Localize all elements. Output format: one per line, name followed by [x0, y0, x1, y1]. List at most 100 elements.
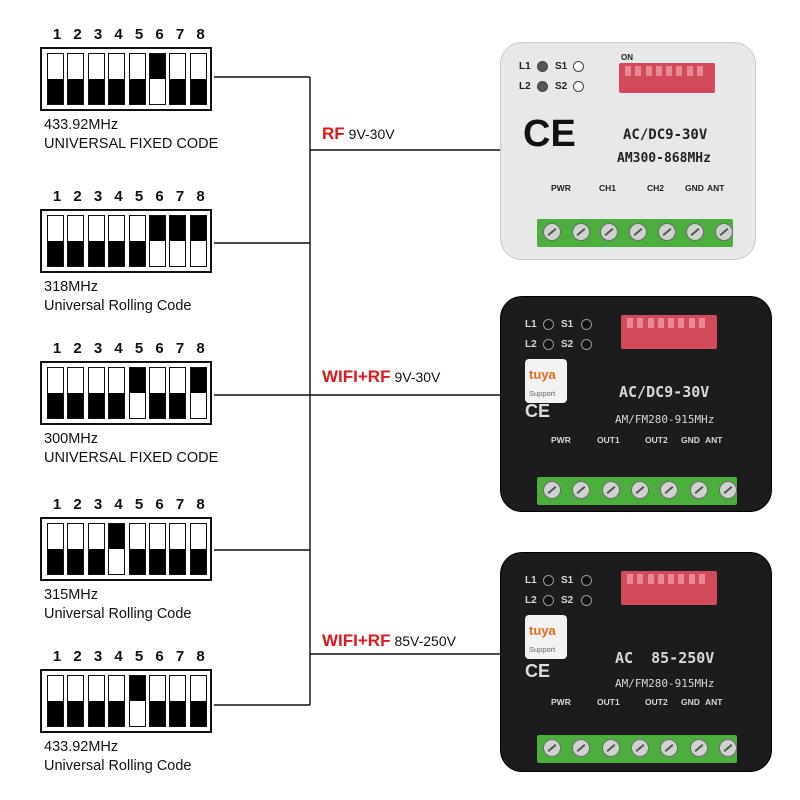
- switch-number: 6: [155, 188, 164, 205]
- button-s1[interactable]: [573, 61, 584, 72]
- module-dip-switch[interactable]: [621, 571, 717, 605]
- switch-number: 3: [93, 26, 103, 43]
- button-s2[interactable]: [581, 339, 592, 350]
- terminal-screw[interactable]: [572, 481, 591, 499]
- terminal-screw[interactable]: [719, 481, 737, 499]
- dip-switch-knob: [170, 79, 186, 104]
- switch-number: 1: [52, 496, 62, 513]
- terminal-screw[interactable]: [600, 223, 619, 241]
- dip-switch-8[interactable]: [189, 53, 207, 105]
- dip-switch-7[interactable]: [169, 367, 187, 419]
- dip-switch-3[interactable]: [87, 523, 105, 575]
- terminal-screw[interactable]: [572, 739, 591, 757]
- ce-mark-icon: CE: [523, 113, 576, 155]
- module-dip-key: [668, 574, 674, 584]
- dip-switch-4[interactable]: [108, 53, 126, 105]
- terminal-screw[interactable]: [689, 739, 708, 757]
- dip-switch-7[interactable]: [169, 215, 187, 267]
- terminal-screw[interactable]: [686, 223, 705, 241]
- dip-switch-7[interactable]: [169, 523, 187, 575]
- terminal-label-ch2: CH2: [647, 183, 665, 193]
- terminal-screw[interactable]: [719, 739, 737, 757]
- switch-number: 2: [73, 648, 82, 665]
- dip-switch-1[interactable]: [47, 215, 64, 267]
- module-dip-key: [635, 66, 642, 76]
- dip-code-type-label: Universal Rolling Code: [44, 758, 192, 774]
- dip-switch-2[interactable]: [67, 215, 85, 267]
- dip-switch-1[interactable]: [47, 367, 64, 419]
- dip-switch-3[interactable]: [87, 367, 105, 419]
- dip-switch-4[interactable]: [108, 675, 126, 727]
- terminal-screw[interactable]: [660, 739, 679, 757]
- dip-switch-3[interactable]: [87, 675, 105, 727]
- terminal-screw[interactable]: [543, 739, 561, 757]
- terminal-screw[interactable]: [629, 223, 647, 241]
- dip-switch-8[interactable]: [189, 523, 207, 575]
- terminal-screw[interactable]: [571, 223, 590, 241]
- dip-switch-2[interactable]: [67, 53, 85, 105]
- dip-code-type-label: Universal Rolling Code: [44, 606, 192, 622]
- terminal-block: [537, 477, 737, 505]
- terminal-screw[interactable]: [601, 739, 620, 757]
- dip-switch-2[interactable]: [67, 367, 85, 419]
- dip-switch-5[interactable]: [128, 53, 146, 105]
- terminal-screw[interactable]: [631, 481, 649, 499]
- dip-switch-1[interactable]: [47, 523, 64, 575]
- dip-switch-8[interactable]: [189, 215, 207, 267]
- terminal-screw[interactable]: [601, 481, 620, 499]
- dip-switch-4[interactable]: [108, 215, 126, 267]
- receiver-module-wifi-rf-hv: L1 S1 L2 S2 tuya Support CE AC 85-250V A…: [500, 552, 772, 772]
- terminal-screw[interactable]: [660, 481, 679, 499]
- button-s2[interactable]: [581, 595, 592, 606]
- module-dip-key: [678, 574, 685, 584]
- button-s1[interactable]: [581, 575, 592, 586]
- tuya-support-label: Support: [529, 389, 556, 398]
- dip-switch-6[interactable]: [149, 367, 166, 419]
- terminal-screw[interactable]: [689, 481, 708, 499]
- dip-switch-5[interactable]: [128, 367, 146, 419]
- dip-switch-5[interactable]: [128, 215, 146, 267]
- dip-switch-8[interactable]: [189, 367, 207, 419]
- led-label-l1: L1: [525, 319, 537, 330]
- dip-switch-body: [40, 517, 212, 581]
- switch-number: 2: [73, 340, 82, 357]
- dip-switch-6[interactable]: [149, 675, 166, 727]
- terminal-label-pwr: PWR: [551, 697, 571, 707]
- dip-switch-4[interactable]: [108, 367, 126, 419]
- module-dip-key: [647, 574, 654, 584]
- terminal-label-gnd: GND: [681, 435, 700, 445]
- button-s2[interactable]: [573, 81, 584, 92]
- dip-switch-5[interactable]: [128, 523, 146, 575]
- dip-switch-2[interactable]: [67, 523, 85, 575]
- switch-label-s2: S2: [555, 81, 568, 92]
- dip-switch-body: [40, 669, 212, 733]
- module-dip-key: [688, 574, 695, 584]
- module-dip-switch[interactable]: [619, 63, 715, 93]
- dip-switch-6[interactable]: [149, 215, 166, 267]
- terminal-screw[interactable]: [715, 223, 733, 241]
- dip-switch-1[interactable]: [47, 53, 64, 105]
- dip-switch-4[interactable]: [108, 523, 126, 575]
- dip-switch-6[interactable]: [149, 523, 166, 575]
- dip-switch-1[interactable]: [47, 675, 64, 727]
- button-s1[interactable]: [581, 319, 592, 330]
- module-dip-switch[interactable]: [621, 315, 717, 349]
- dip-switch-8[interactable]: [189, 675, 207, 727]
- terminal-screw[interactable]: [631, 739, 649, 757]
- terminal-screw[interactable]: [543, 481, 561, 499]
- dip-switch-5[interactable]: [128, 675, 146, 727]
- terminal-block: [537, 735, 737, 763]
- dip-switch-3[interactable]: [87, 215, 105, 267]
- terminal-screw[interactable]: [543, 223, 561, 241]
- dip-switch-knob: [48, 79, 63, 104]
- switch-number: 2: [73, 188, 82, 205]
- dip-switch-3[interactable]: [87, 53, 105, 105]
- dip-switch-7[interactable]: [169, 53, 187, 105]
- dip-switch-2[interactable]: [67, 675, 85, 727]
- dip-switch-7[interactable]: [169, 675, 187, 727]
- terminal-screw[interactable]: [657, 223, 676, 241]
- terminal-label-gnd: GND: [681, 697, 700, 707]
- dip-switch-6[interactable]: [149, 53, 166, 105]
